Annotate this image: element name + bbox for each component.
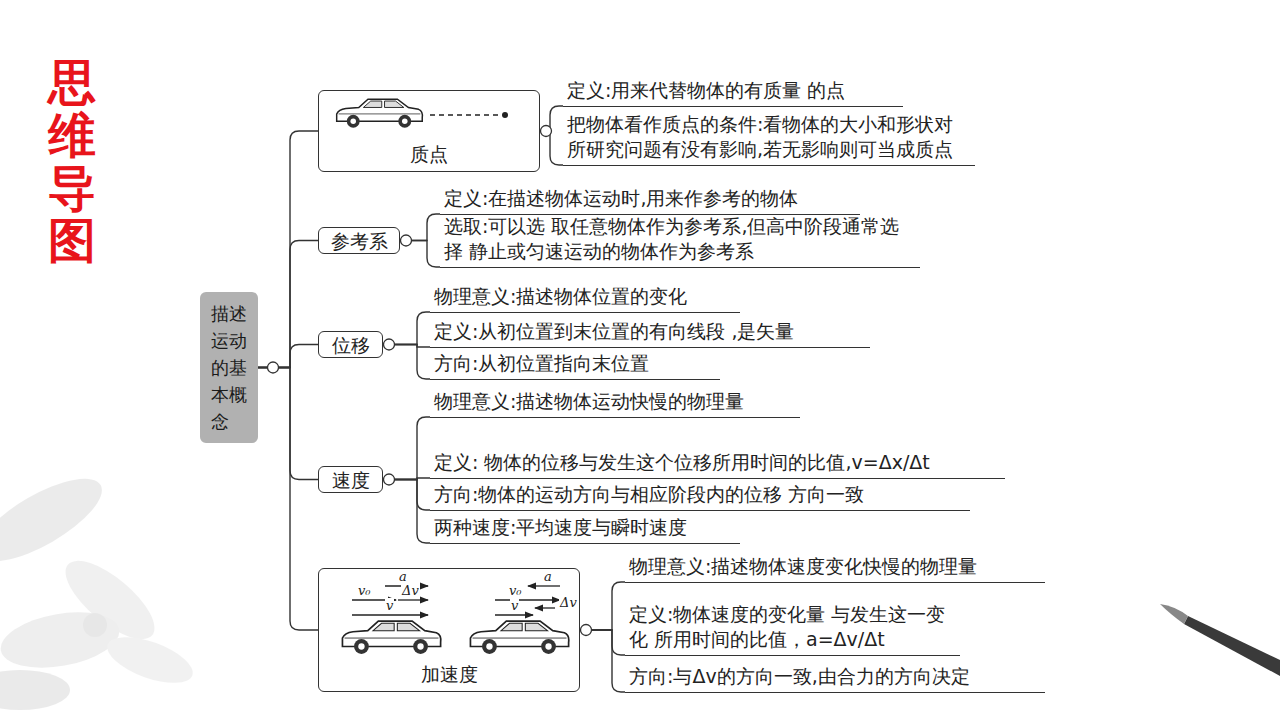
node-text: 把物体看作质点的条件:看物体的大小和形状对 所研究问题有没有影响,若无影响则可当… — [567, 112, 971, 162]
root-node: 描述运动的基本概念 — [200, 292, 258, 443]
node-text: 加速度 — [421, 663, 478, 685]
connector — [580, 630, 625, 692]
leaf-node: 物理意义:描述物体运动快慢的物理量 — [430, 388, 800, 418]
leaf-node: 定义:从初位置到末位置的有向线段 ,是矢量 — [430, 318, 870, 348]
branch-node: 速度 — [318, 466, 383, 493]
connector — [258, 345, 318, 368]
junction-circle — [541, 126, 552, 137]
node-text: 定义:物体速度的变化量 与发生这一变化 所用时间的比值，a=Δv/Δt — [629, 602, 956, 652]
title: 思维导图 — [48, 56, 96, 267]
leaf-node: 物理意义:描述物体位置的变化 — [430, 283, 740, 313]
vector-label: a — [398, 569, 408, 584]
junction-circle — [268, 362, 279, 373]
branch-node: 位移 — [318, 331, 383, 358]
node-text: 描述运动的基本概念 — [211, 300, 247, 435]
connector — [383, 417, 430, 480]
brush-decoration — [1160, 604, 1280, 676]
leaf-node: 把物体看作质点的条件:看物体的大小和形状对 所研究问题有没有影响,若无影响则可当… — [563, 111, 975, 166]
point-mass-car — [337, 99, 508, 128]
vector-label: v — [385, 598, 394, 613]
connector — [580, 582, 625, 630]
junction-circle — [581, 625, 592, 636]
leaf-node: 选取:可以选 取任意物体作为参考系,但高中阶段通常选择 静止或匀速运动的物体作为… — [440, 213, 920, 268]
node-text: 选取:可以选 取任意物体作为参考系,但高中阶段通常选择 静止或匀速运动的物体作为… — [444, 214, 916, 264]
junction-circle — [384, 474, 395, 485]
vector-label: v — [510, 598, 519, 613]
node-text: 定义:用来代替物体的有质量 的点 — [567, 78, 899, 103]
node-text: 速度 — [332, 469, 370, 491]
connector — [258, 131, 318, 368]
node-text: 质点 — [410, 143, 448, 165]
node-text: 定义:在描述物体运动时,用来作参考的物体 — [444, 186, 856, 211]
connector — [258, 368, 318, 480]
node-text: 方向:物体的运动方向与相应阶段内的位移 方向一致 — [434, 482, 966, 507]
node-text: 定义: 物体的位移与发生这个位移所用时间的比值,v=Δx/Δt — [434, 450, 1001, 475]
leaf-node: 物理意义:描述物体速度变化快慢的物理量 — [625, 553, 1045, 583]
acceleration-cars — [342, 586, 568, 654]
leaf-node: 定义: 物体的位移与发生这个位移所用时间的比值,v=Δx/Δt — [430, 449, 1005, 479]
leaf-node: 定义:物体速度的变化量 与发生这一变化 所用时间的比值，a=Δv/Δt — [625, 601, 960, 656]
node-text: 位移 — [332, 334, 370, 356]
junction-circle — [384, 339, 395, 350]
node-text: 方向:从初位置指向末位置 — [434, 351, 716, 376]
leaf-node: 两种速度:平均速度与瞬时速度 — [430, 514, 740, 544]
vector-label: Δv — [559, 595, 578, 610]
node-text: 参考系 — [331, 230, 388, 252]
junction-circle — [401, 235, 412, 246]
branch-node: 参考系 — [318, 227, 400, 254]
node-text: 物理意义:描述物体位置的变化 — [434, 284, 736, 309]
leaf-node: 方向:从初位置指向末位置 — [430, 350, 720, 380]
vector-label: v₀ — [508, 583, 523, 598]
node-text: 定义:从初位置到末位置的有向线段 ,是矢量 — [434, 319, 866, 344]
vector-label: v₀ — [357, 583, 372, 598]
connector — [383, 480, 430, 544]
flower-decoration — [0, 463, 198, 710]
connector — [258, 368, 318, 631]
leaf-node: 定义:用来代替物体的有质量 的点 — [563, 77, 903, 107]
connector — [258, 241, 318, 368]
node-text: 两种速度:平均速度与瞬时速度 — [434, 515, 736, 540]
leaf-node: 定义:在描述物体运动时,用来作参考的物体 — [440, 185, 860, 215]
node-text: 物理意义:描述物体运动快慢的物理量 — [434, 389, 796, 414]
node-text: 方向:与Δv的方向一致,由合力的方向决定 — [629, 664, 1041, 689]
leaf-node: 方向:物体的运动方向与相应阶段内的位移 方向一致 — [430, 481, 970, 511]
node-text: 物理意义:描述物体速度变化快慢的物理量 — [629, 554, 1041, 579]
vector-label: Δv — [401, 583, 420, 598]
branch-node: 质点 — [318, 90, 540, 172]
leaf-node: 方向:与Δv的方向一致,由合力的方向决定 — [625, 663, 1045, 693]
vector-label: a — [543, 569, 553, 584]
